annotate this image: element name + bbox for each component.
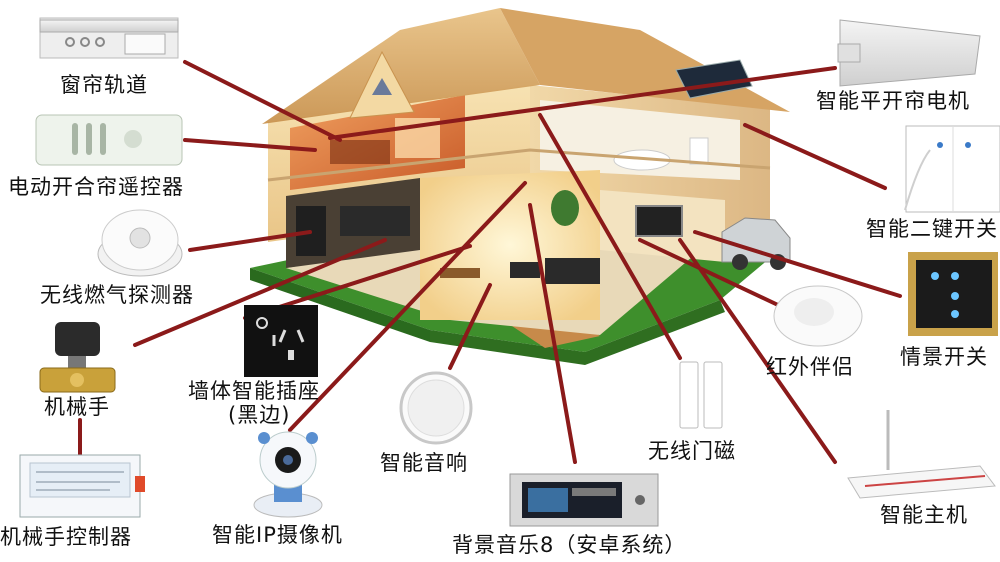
controller-box-icon: [19, 454, 145, 518]
connector-bg-music: [528, 203, 577, 464]
connector-smart-speaker: [448, 283, 492, 370]
music-panel-icon: [509, 473, 659, 527]
label-wall-socket-note: (黑边): [228, 403, 290, 427]
connector-curtain-remote: [183, 138, 317, 152]
ip-camera-icon: [253, 431, 323, 518]
label-ip-camera: 智能IP摄像机: [212, 523, 343, 547]
connector-two-key-switch: [743, 123, 887, 190]
label-two-key-switch: 智能二键开关: [866, 217, 998, 241]
door-sensor-icon: [679, 361, 723, 429]
connector-gas-detector: [188, 230, 312, 252]
label-manipulator-controller: 机械手控制器: [0, 525, 132, 549]
label-wall-socket: 墙体智能插座: [188, 379, 320, 403]
label-ir-companion: 红外伴侣: [766, 355, 854, 379]
connector-curtain-track: [183, 60, 342, 142]
label-curtain-remote: 电动开合帘遥控器: [8, 175, 184, 199]
connector-ip-camera: [288, 181, 527, 432]
valve-actuator-icon: [39, 322, 116, 393]
device-labels: 窗帘轨道 电动开合帘遥控器 无线燃气探测器 机械手 机械手控制器 墙体智能插座 …: [0, 73, 998, 557]
label-curtain-motor: 智能平开帘电机: [816, 89, 970, 113]
connector-manipulator: [133, 238, 387, 347]
living-room: [420, 170, 600, 320]
label-door-sensor: 无线门磁: [648, 439, 736, 463]
remote-control-icon: [35, 114, 183, 166]
curtain-motor-icon: [837, 19, 981, 87]
connector-main-host: [678, 238, 837, 464]
connector-curtain-motor: [328, 66, 837, 140]
label-bg-music: 背景音乐8（安卓系统）: [452, 533, 686, 557]
curtain-rail-icon: [39, 17, 179, 59]
wall-switch-icon: [904, 125, 1000, 213]
connector-lines: [78, 60, 902, 464]
label-manipulator: 机械手: [44, 395, 110, 419]
connector-scene-switch: [693, 230, 902, 298]
smoke-detector-icon: [97, 209, 183, 277]
house-illustration: [250, 8, 791, 365]
power-socket-icon: [244, 305, 318, 377]
roof-left: [262, 8, 540, 124]
connector-door-sensor: [538, 113, 682, 360]
router-icon: [847, 410, 996, 499]
lawn-edge: [430, 300, 725, 365]
touch-panel-icon: [908, 252, 998, 336]
ir-blaster-icon: [773, 285, 863, 347]
ceiling-speaker-icon: [399, 371, 473, 445]
label-smart-speaker: 智能音响: [380, 451, 468, 475]
label-scene-switch: 情景开关: [900, 345, 988, 369]
label-curtain-track: 窗帘轨道: [60, 73, 148, 97]
connector-ir-companion: [638, 238, 780, 307]
label-gas-detector: 无线燃气探测器: [40, 283, 194, 307]
label-main-host: 智能主机: [880, 503, 968, 527]
